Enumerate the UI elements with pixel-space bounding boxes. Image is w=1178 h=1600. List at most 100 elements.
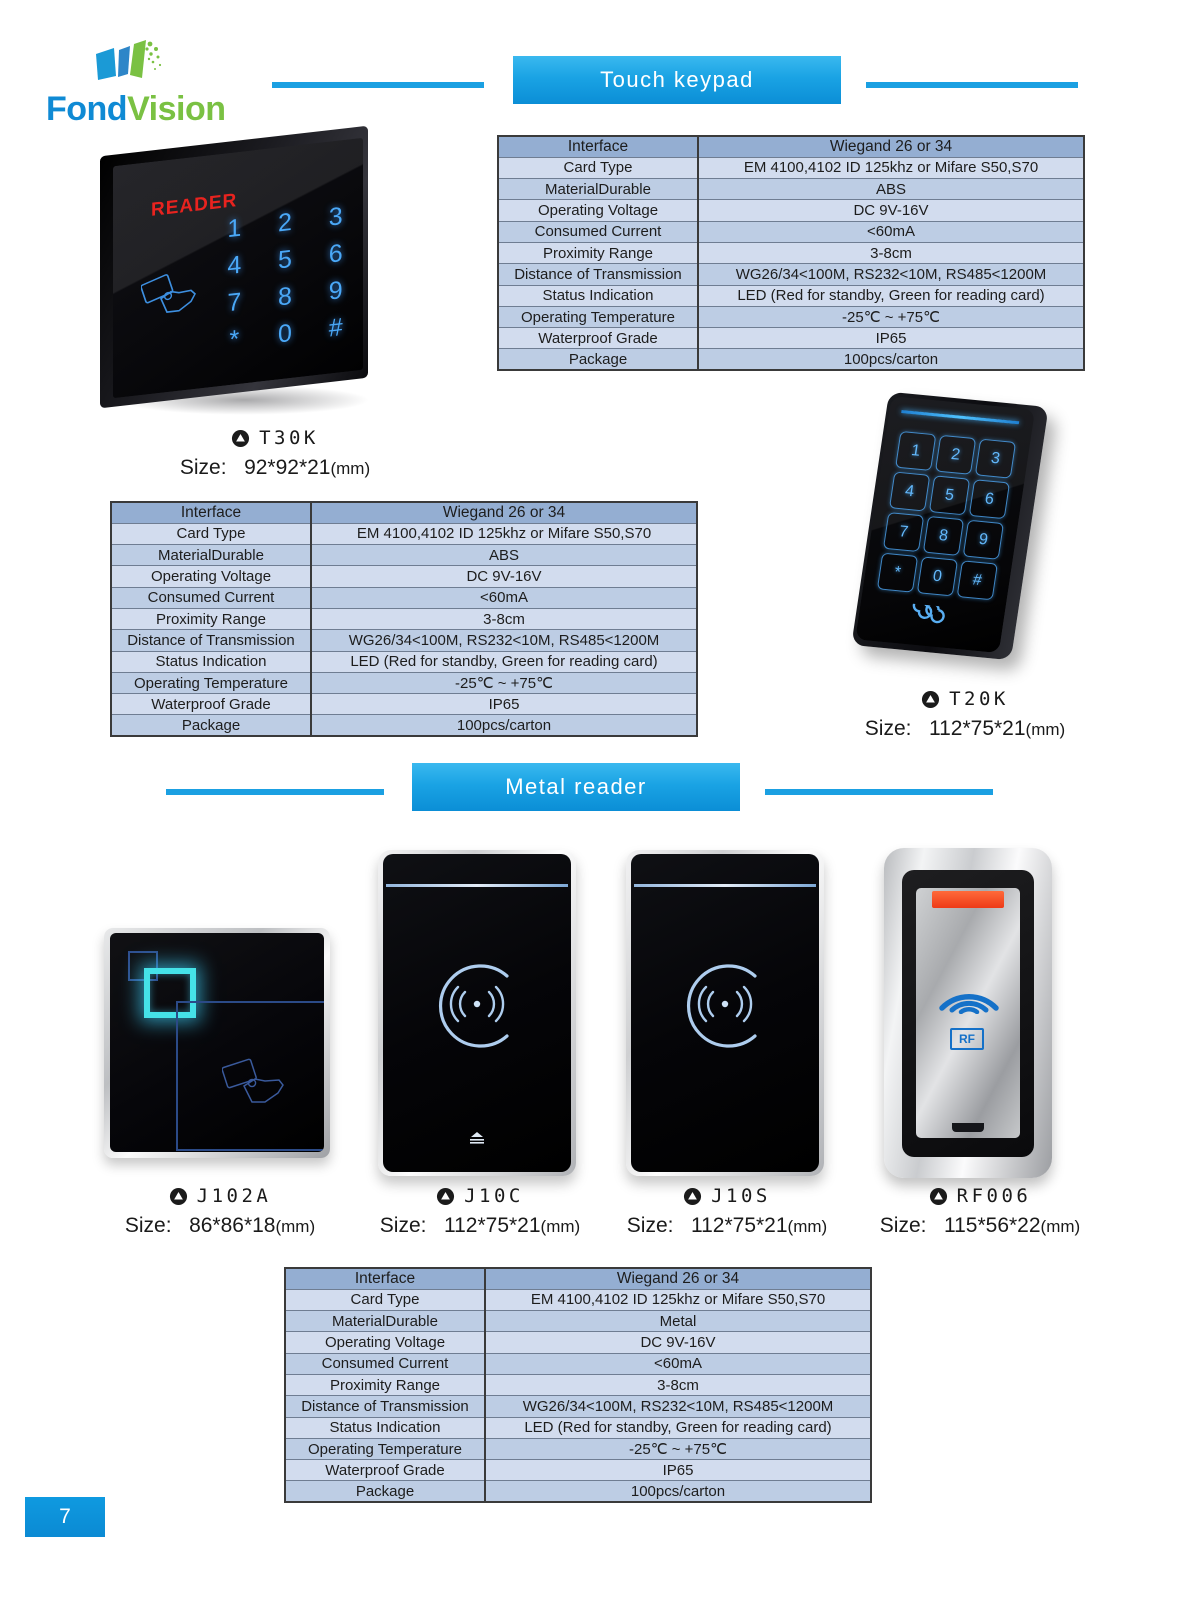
caption-j102a-model: J102A (196, 1185, 272, 1207)
j10s-top-bar (634, 884, 816, 887)
bullet-triangle-icon (929, 1187, 947, 1205)
t30k-faceplate: READER 1 2 3 4 5 6 7 8 9 * 0 # (113, 137, 363, 399)
table-row: Operating Temperature-25℃ ~ +75℃ (110, 671, 698, 695)
t20k-keypad: 1 2 3 4 5 6 7 8 9 * 0 # (876, 430, 1017, 601)
caption-t20k-size-unit: (mm) (1025, 720, 1066, 739)
caption-t20k-size-line: Size: 112*75*21(mm) (825, 717, 1105, 741)
caption-j10c-size-value: 112*75*21 (444, 1214, 541, 1237)
j10s-housing (626, 850, 824, 1176)
key-0: 0 (916, 556, 959, 597)
caption-j10s-model-line: J10S (612, 1185, 842, 1207)
banner-rule-left-metal (166, 789, 384, 795)
caption-j10s-size-label: Size: (626, 1214, 674, 1237)
caption-rf006-size-line: Size: 115*56*22(mm) (865, 1214, 1095, 1238)
rf-wave-circle-icon (687, 964, 757, 1048)
caption-j102a-size-line: Size: 86*86*18(mm) (95, 1214, 345, 1238)
caption-rf006-size-value: 115*56*22 (944, 1214, 1041, 1237)
rf006-bezel: RF (902, 870, 1034, 1157)
j10s-faceplate (631, 854, 819, 1172)
product-image-j102a (104, 928, 334, 1163)
banner-rule-left-touch (272, 82, 484, 88)
rf-wave-circle-icon (439, 964, 509, 1048)
caption-t30k-size-unit: (mm) (330, 459, 371, 478)
bullet-triangle-icon (437, 1187, 455, 1205)
bullet-triangle-icon (684, 1187, 702, 1205)
caption-j10s-size-value: 112*75*21 (691, 1214, 788, 1237)
caption-t20k-size-value: 112*75*21 (929, 717, 1026, 740)
key-2: 2 (278, 207, 292, 238)
table-row: Consumed Current<60mA (284, 1352, 872, 1375)
key-star: * (229, 324, 240, 354)
banner-rule-right-touch (866, 82, 1078, 88)
table-row: Consumed Current<60mA (497, 220, 1085, 243)
j102a-housing (104, 928, 330, 1158)
bullet-triangle-icon (169, 1187, 187, 1205)
key-5: 5 (278, 244, 292, 275)
bullet-triangle-icon (232, 429, 250, 447)
key-6: 6 (968, 479, 1011, 520)
caption-j10c: J10C Size: 112*75*21(mm) (365, 1185, 595, 1238)
card-hand-icon (222, 1058, 284, 1103)
key-7: 7 (227, 287, 242, 318)
wifi-wave-icon (939, 993, 999, 1014)
key-1: 1 (227, 213, 242, 244)
product-image-rf006: RF (884, 848, 1054, 1183)
caption-t30k-size-label: Size: (179, 456, 227, 479)
key-0: 0 (278, 318, 292, 349)
caption-j10c-size-line: Size: 112*75*21(mm) (365, 1214, 595, 1238)
key-3: 3 (328, 202, 343, 232)
caption-j10c-size-label: Size: (379, 1214, 427, 1237)
caption-j102a-size-label: Size: (124, 1214, 172, 1237)
company-logo: FondVision (46, 38, 296, 128)
caption-j10c-model-line: J10C (365, 1185, 595, 1207)
infinity-icon (912, 603, 945, 624)
banner-rule-right-metal (765, 789, 993, 795)
caption-j102a-size-value: 86*86*18 (189, 1214, 276, 1237)
key-star: * (876, 552, 919, 593)
rf-badge: RF (950, 1028, 984, 1050)
section-banner-touch-keypad: Touch keypad (513, 56, 841, 104)
caption-rf006-model-line: RF006 (865, 1185, 1095, 1207)
square-outline-small-icon (128, 951, 158, 981)
caption-j10s: J10S Size: 112*75*21(mm) (612, 1185, 842, 1238)
caption-rf006-size-label: Size: (879, 1214, 927, 1237)
page-number-badge: 7 (25, 1497, 105, 1537)
rf006-led-indicator (932, 891, 1004, 908)
square-glow-icon (144, 968, 196, 1018)
key-3: 3 (974, 438, 1017, 479)
caption-rf006: RF006 Size: 115*56*22(mm) (865, 1185, 1095, 1238)
key-8: 8 (278, 281, 292, 312)
section-title-metal-reader: Metal reader (505, 774, 647, 799)
t20k-housing: 1 2 3 4 5 6 7 8 9 * 0 # (851, 391, 1049, 661)
caption-j10c-model: J10C (464, 1185, 524, 1207)
j10c-faceplate (383, 854, 571, 1172)
caption-j10c-size-unit: (mm) (540, 1217, 581, 1236)
logo-text-vision: Vision (127, 90, 226, 128)
bullet-triangle-icon (922, 690, 940, 708)
caption-rf006-model: RF006 (956, 1185, 1032, 1207)
caption-t30k-size-value: 92*92*21 (244, 456, 331, 479)
j10c-top-bar (386, 884, 568, 887)
product-image-j10c (378, 850, 578, 1180)
key-hash: # (328, 313, 343, 343)
key-8: 8 (922, 515, 965, 556)
caption-j10s-size-unit: (mm) (787, 1217, 828, 1236)
key-4: 4 (227, 250, 242, 281)
